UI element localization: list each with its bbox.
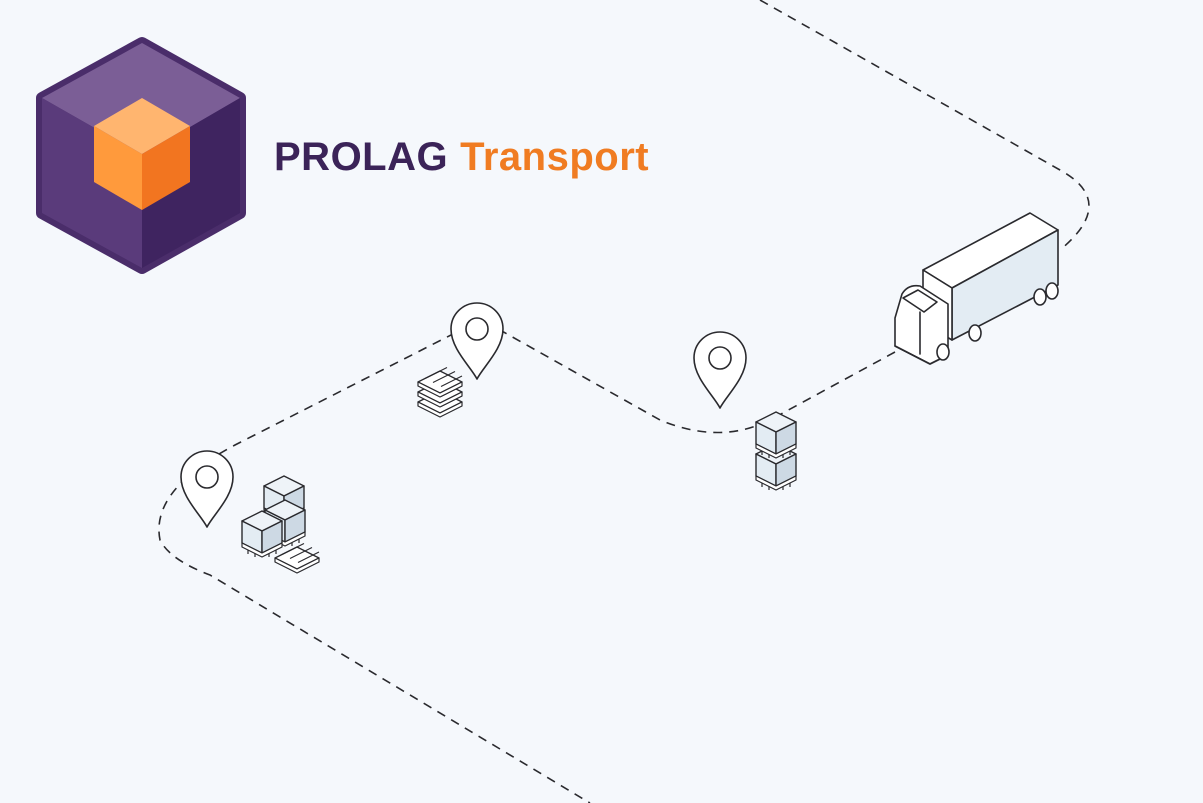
crate-tower-icon [755,411,797,491]
location-pin-icon [693,331,747,409]
pallet-stack-icon [417,366,463,418]
stacked-crates-icon [241,475,320,574]
semi-truck-icon [894,212,1059,365]
dashed-route-line [158,0,1090,803]
brand-name-primary: PROLAG [274,135,449,179]
brand-name-secondary: Transport [460,135,650,179]
location-pin-icon [180,450,234,528]
hexagon-cube-logo [36,37,246,274]
location-pin-icon [450,302,504,380]
